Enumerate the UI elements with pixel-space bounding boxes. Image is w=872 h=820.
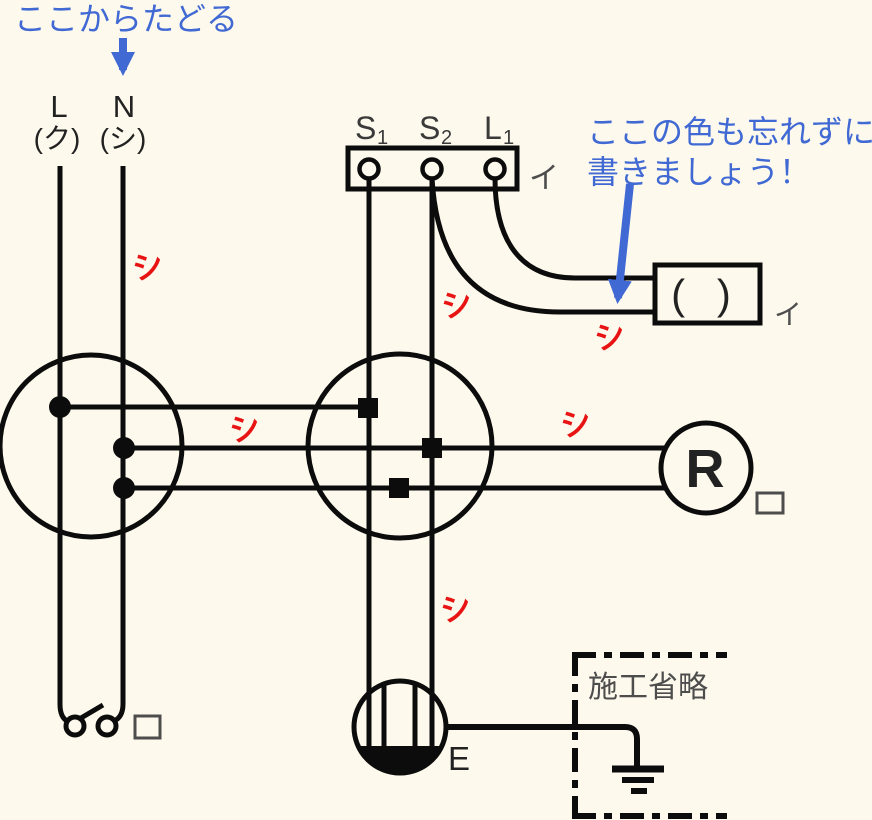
device-mark-square-switch [133, 714, 162, 740]
omission-box [572, 652, 727, 819]
terminal-label-s2-main: S [419, 110, 440, 146]
wire-l1-to-lamp-box [492, 177, 655, 281]
color-note-line2: 書きましょう！ [587, 154, 811, 190]
lamp-r-circle [658, 420, 754, 516]
lamp-box [652, 262, 763, 326]
wire-mark-s2-curve: シ [438, 284, 477, 326]
terminal-label-s1-sub: 1 [377, 127, 388, 149]
lamp-label: R [686, 439, 725, 499]
label-live-color: (ク) [34, 123, 81, 154]
switch-leg-lines [366, 178, 435, 746]
connection-dot-neutral-1 [113, 437, 135, 459]
outlet-ground-fill [358, 746, 442, 774]
terminal-s1 [357, 157, 381, 181]
color-note-arrow-icon [607, 183, 634, 304]
lamp-box-label: ( ) [671, 271, 741, 318]
switch-contact-right [95, 714, 119, 738]
switch-symbol [63, 702, 119, 738]
outlet-label: E [448, 740, 470, 777]
color-note-line1: ここの色も忘れずに [587, 114, 872, 150]
power-lines [57, 166, 126, 724]
terminal-label-s1-main: S [355, 110, 376, 146]
ground-symbol [612, 765, 664, 794]
connection-square-s1 [358, 398, 378, 418]
terminal-block [345, 145, 520, 192]
terminal-s2 [420, 157, 444, 181]
trace-note: ここからたどる [14, 1, 238, 37]
connection-square-s2 [422, 438, 442, 458]
terminal-l1 [483, 157, 507, 181]
label-neutral-color: (シ) [100, 123, 147, 154]
wire-mark-neutral-top: シ [129, 246, 168, 288]
terminal-block-body [345, 145, 520, 192]
switch-contact-left [63, 714, 87, 738]
wire-s2-to-lamp-box [429, 177, 655, 315]
wire-mark-s2-lower: シ [437, 588, 476, 630]
terminal-label-l1-sub: 1 [503, 127, 514, 149]
switch-lever [79, 702, 105, 721]
connection-squares [358, 398, 442, 498]
curved-wires [429, 177, 655, 315]
wire-mark-lamp-box-wire: シ [591, 316, 630, 358]
wire-mark-junction-left: シ [226, 408, 265, 450]
circuit-mark-lamp-box: イ [774, 299, 802, 330]
connection-square-neutral [389, 478, 409, 498]
connection-dot-neutral-2 [113, 477, 135, 499]
terminal-label-l1-main: L [484, 110, 502, 146]
omission-label: 施工省略 [588, 671, 708, 704]
label-neutral: N [113, 89, 135, 124]
wire-mark-lamp-wire: シ [557, 403, 596, 445]
connection-dot-live [49, 396, 71, 418]
circuit-mark-terminal: イ [529, 162, 559, 195]
terminal-label-s2-sub: 2 [441, 127, 452, 149]
device-mark-square-lamp [755, 491, 785, 515]
label-live: L [50, 89, 67, 124]
wire-outlet-to-ground [446, 724, 640, 768]
connection-dots [49, 396, 135, 499]
power-line-l [57, 166, 69, 724]
